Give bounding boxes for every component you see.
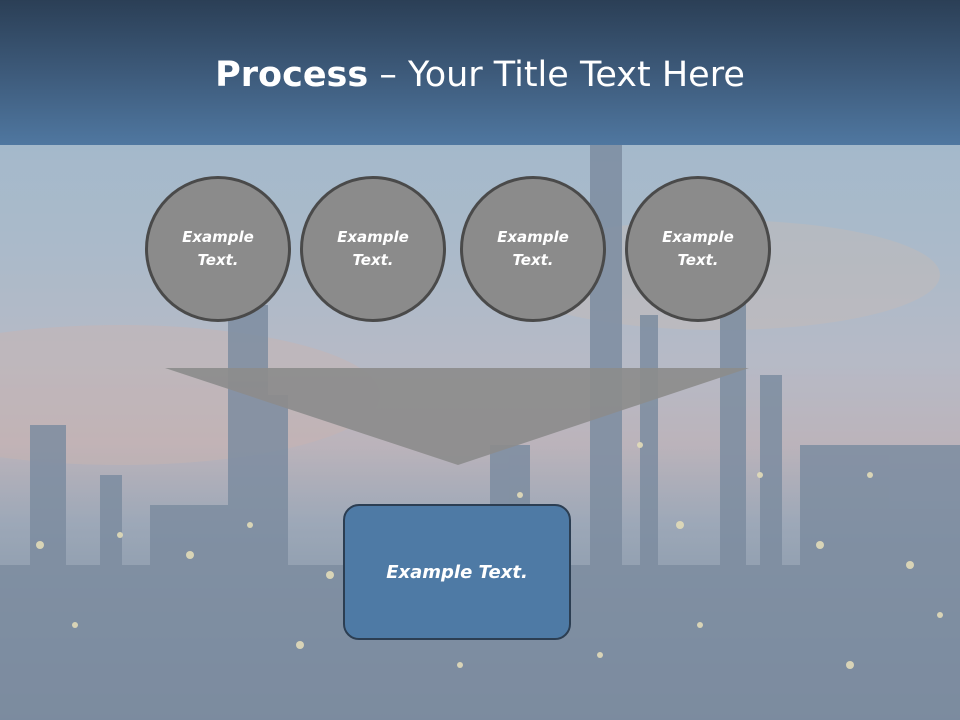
circle-label-2: Example Text. bbox=[337, 228, 409, 269]
circle-label-4: Example Text. bbox=[662, 228, 734, 269]
process-circle-4[interactable]: Example Text. bbox=[625, 176, 771, 322]
process-circle-3[interactable]: Example Text. bbox=[460, 176, 606, 322]
circle-label-1: Example Text. bbox=[182, 228, 254, 269]
result-label: Example Text. bbox=[386, 561, 528, 583]
circle-label-3: Example Text. bbox=[497, 228, 569, 269]
funnel-arrow bbox=[165, 368, 749, 465]
title-rest: – Your Title Text Here bbox=[368, 55, 745, 95]
slide-title: Process – Your Title Text Here bbox=[0, 52, 960, 98]
process-circle-2[interactable]: Example Text. bbox=[300, 176, 446, 322]
title-bold: Process bbox=[215, 55, 369, 95]
result-box[interactable]: Example Text. bbox=[343, 504, 571, 640]
process-circle-1[interactable]: Example Text. bbox=[145, 176, 291, 322]
title-banner: Process – Your Title Text Here bbox=[0, 0, 960, 145]
